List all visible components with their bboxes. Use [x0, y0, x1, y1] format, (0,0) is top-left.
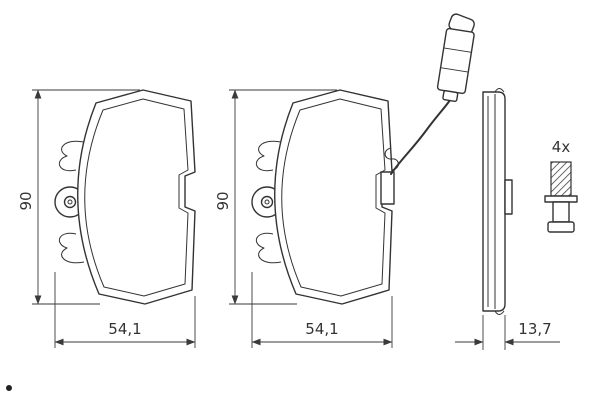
dimension-height-pad2: 90 [214, 89, 337, 305]
dimension-label-width-1: 54,1 [108, 320, 141, 338]
dimension-width-pad1: 54,1 [54, 272, 196, 348]
dimension-label-thickness: 13,7 [518, 320, 551, 338]
bolt-washer-icon [544, 195, 578, 203]
clip-end-bottom [494, 310, 505, 315]
dimension-width-pad2: 54,1 [251, 272, 393, 348]
bolt-count-label: 4x [552, 138, 571, 156]
dimension-thickness-side-view: 13,7 [455, 315, 560, 350]
dimension-label-width-2: 54,1 [305, 320, 338, 338]
bolt-knurled-head-icon [550, 161, 572, 197]
dimension-label-height-1: 90 [17, 191, 35, 210]
sensor-connector [436, 13, 475, 103]
bolt-shaft-icon [552, 201, 570, 223]
reference-dot [6, 385, 12, 391]
wear-sensor-wire [390, 93, 455, 175]
accessory-bolt: 4x [544, 138, 578, 233]
side-view-outline [482, 91, 506, 312]
dimension-label-height-2: 90 [214, 191, 232, 210]
connector-seam-1 [443, 47, 472, 53]
brake-pad-side-view [482, 88, 513, 315]
brake-pad-front-view-1 [54, 89, 196, 305]
side-view-tab [504, 179, 513, 215]
wire-break-symbol [384, 147, 399, 171]
dimension-height-pad1: 90 [17, 89, 140, 305]
connector-seam-2 [440, 67, 469, 73]
connector-body [436, 27, 475, 95]
connector-strain-relief [442, 90, 459, 103]
clip-end-top [494, 88, 505, 93]
brake-pad-front-view-2 [251, 89, 393, 305]
bolt-base-icon [547, 221, 575, 233]
sensor-fitting [380, 171, 395, 205]
